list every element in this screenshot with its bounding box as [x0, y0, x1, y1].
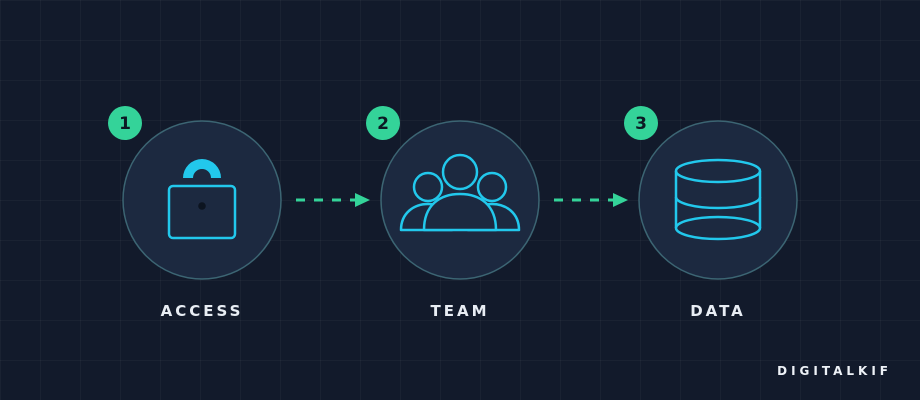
step-access: 1: [108, 106, 282, 280]
step-number: 1: [119, 114, 131, 134]
step-team: 2: [366, 106, 540, 280]
database-icon: [674, 158, 762, 241]
step-data: 3: [624, 106, 798, 280]
step-circle: [122, 120, 282, 280]
step-number: 3: [635, 114, 647, 134]
step-label-team: TEAM: [430, 302, 490, 320]
brand-logo-text: DIGITALKIF: [777, 364, 892, 378]
step-badge: [108, 106, 142, 140]
step-badge: [624, 106, 658, 140]
step-circle: [638, 120, 798, 280]
step-badge: [366, 106, 400, 140]
step-label-data: DATA: [690, 302, 746, 320]
team-icon: [399, 153, 521, 232]
arrow-team-to-data: [554, 193, 628, 207]
lock-icon: [167, 159, 237, 240]
step-label-access: ACCESS: [160, 302, 244, 320]
step-number: 2: [377, 114, 389, 134]
arrow-access-to-team: [296, 193, 370, 207]
